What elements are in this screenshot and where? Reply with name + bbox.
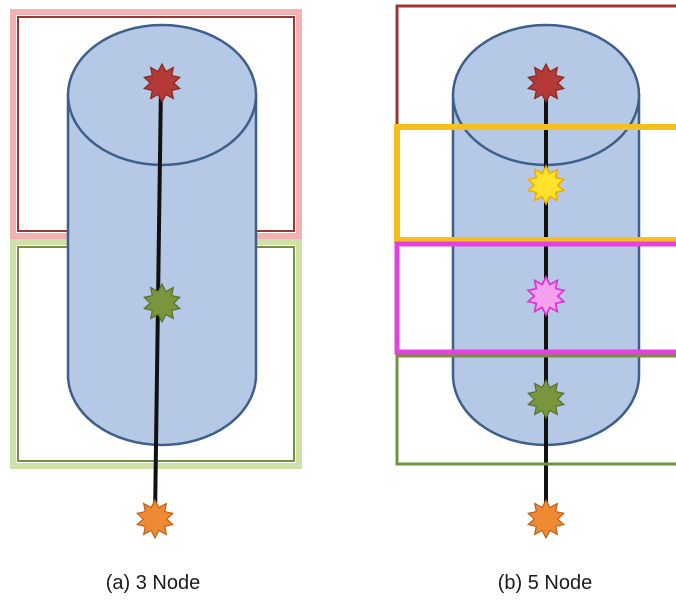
caption-5-node: (b) 5 Node	[497, 572, 593, 594]
partition-box-yellow	[394, 124, 676, 243]
node-orange-bottom	[526, 498, 566, 540]
node-red-top	[526, 62, 566, 104]
panel-5-node	[394, 4, 676, 540]
partition-box-green	[395, 354, 676, 466]
node-green-middle	[142, 282, 182, 324]
panel-3-node	[10, 9, 302, 540]
node-yellow	[526, 164, 566, 206]
cylinder	[66, 23, 258, 447]
node-magenta	[526, 275, 566, 317]
node-orange-bottom	[135, 498, 175, 540]
caption-3-node: (a) 3 Node	[105, 572, 201, 594]
node-green	[526, 378, 566, 420]
partition-box-magenta	[394, 241, 676, 355]
node-red-top	[142, 62, 182, 104]
